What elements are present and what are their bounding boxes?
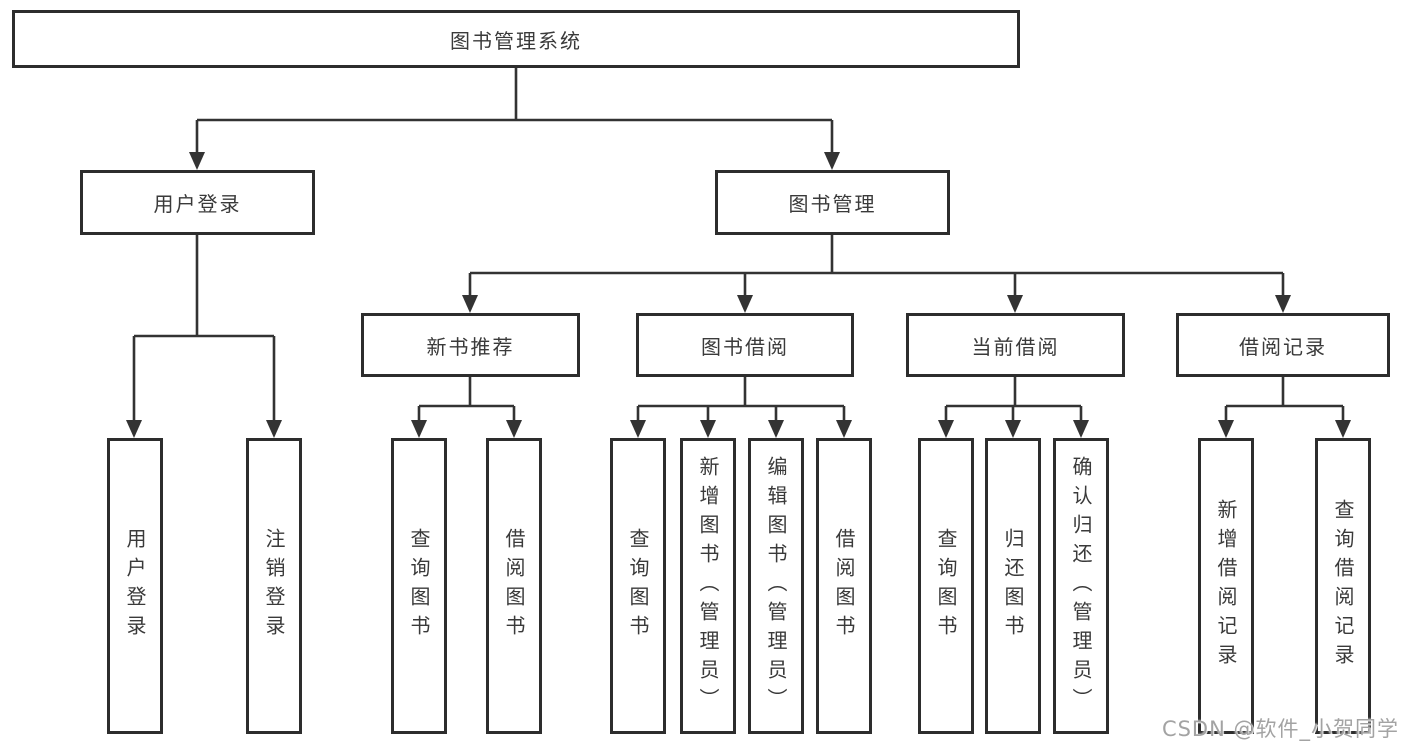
leaf-user-login: 用户登录 — [107, 438, 163, 734]
csdn-watermark: CSDN @软件_小贺同学 — [1161, 717, 1399, 741]
node-book-management-branch: 图书管理 — [715, 170, 950, 235]
node-borrow-record: 借阅记录 — [1176, 313, 1390, 377]
node-label: 注销登录 — [262, 528, 286, 644]
connector-current-to-leaves — [944, 377, 1083, 422]
node-label: 编辑图书（管理员） — [764, 455, 788, 717]
leaf-borrow-book-1: 借阅图书 — [486, 438, 542, 734]
node-label: 用户登录 — [123, 528, 147, 644]
node-label: 查询图书 — [934, 528, 958, 644]
leaf-add-borrow-record: 新增借阅记录 — [1198, 438, 1254, 734]
node-user-login-branch: 用户登录 — [80, 170, 315, 235]
leaf-borrow-book-2: 借阅图书 — [816, 438, 872, 734]
leaf-add-book-admin: 新增图书（管理员） — [680, 438, 736, 734]
node-label: 借阅图书 — [502, 528, 526, 644]
leaf-query-book-3: 查询图书 — [918, 438, 974, 734]
node-label: 借阅记录 — [1239, 334, 1327, 359]
node-current-borrow: 当前借阅 — [906, 313, 1125, 377]
node-label: 图书管理 — [788, 192, 877, 216]
node-label: 查询图书 — [407, 528, 431, 644]
node-label: 新增借阅记录 — [1214, 499, 1238, 673]
node-new-book-recommend: 新书推荐 — [361, 313, 580, 377]
leaf-query-book-1: 查询图书 — [391, 438, 447, 734]
node-label: 查询图书 — [626, 528, 650, 644]
node-label: 图书借阅 — [701, 334, 789, 359]
node-label: 图书管理系统 — [450, 28, 582, 53]
leaf-logout: 注销登录 — [246, 438, 302, 734]
leaf-confirm-return-admin: 确认归还（管理员） — [1053, 438, 1109, 734]
leaf-edit-book-admin: 编辑图书（管理员） — [748, 438, 804, 734]
node-label: 查询借阅记录 — [1331, 499, 1355, 673]
node-library-management-system: 图书管理系统 — [12, 10, 1020, 68]
node-label: 确认归还（管理员） — [1069, 455, 1093, 717]
node-label: 借阅图书 — [832, 528, 856, 644]
connector-borrow-to-leaves — [636, 377, 846, 422]
node-label: 用户登录 — [153, 192, 242, 216]
leaf-return-book: 归还图书 — [985, 438, 1041, 734]
leaf-query-borrow-record: 查询借阅记录 — [1315, 438, 1371, 734]
node-label: 当前借阅 — [971, 334, 1060, 359]
leaf-query-book-2: 查询图书 — [610, 438, 666, 734]
connector-root-to-level2 — [195, 68, 834, 154]
connector-newbook-to-leaves — [417, 377, 516, 422]
node-label: 新书推荐 — [426, 334, 515, 359]
connector-record-to-leaves — [1224, 377, 1345, 422]
node-book-borrow: 图书借阅 — [636, 313, 854, 377]
connector-bookmgmt-to-level3 — [468, 235, 1285, 297]
node-label: 归还图书 — [1001, 528, 1025, 644]
node-label: 新增图书（管理员） — [696, 455, 720, 717]
connector-userlogin-to-leaves — [132, 235, 276, 422]
